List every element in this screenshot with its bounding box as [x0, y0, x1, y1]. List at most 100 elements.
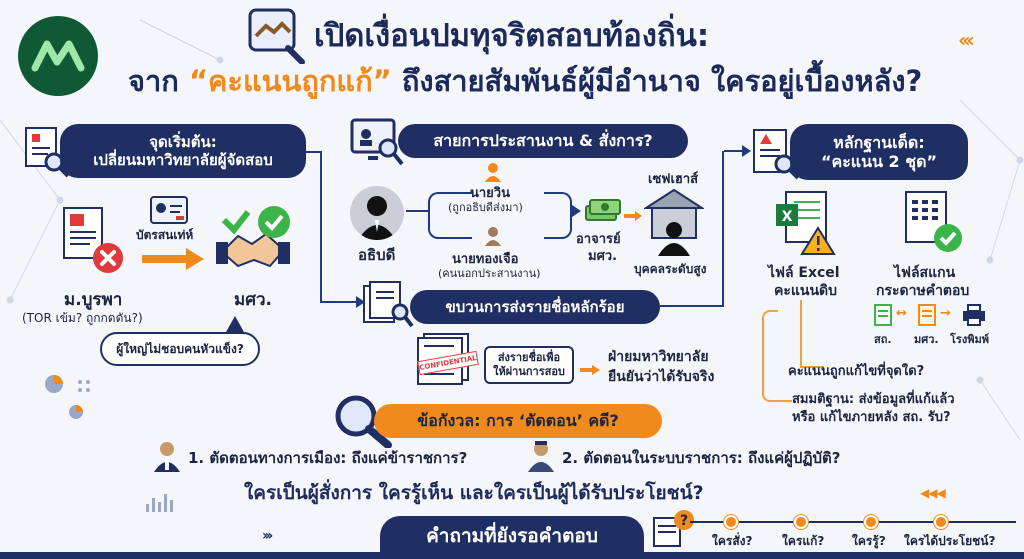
connector-left-bottom [322, 301, 358, 303]
director-avatar-icon [350, 186, 404, 240]
decor-play-icon: ◀◀◀ [920, 486, 946, 500]
logo-mark-icon [31, 40, 85, 72]
start-header-line2: เปลี่ยนมหาวิทยาลัยผู้จัดสอบ [93, 151, 273, 169]
timeline-step-2: ใครแก้? [782, 534, 825, 548]
footer-header: คำถามที่ยังรอคำตอบ [380, 516, 644, 556]
branch-lower [428, 211, 472, 239]
question-bracket-outer [762, 310, 778, 402]
timeline-dot-2 [794, 515, 808, 529]
id-card-icon [150, 196, 188, 224]
evidence-header: หลักฐานเด็ด: “คะแนน 2 ชุด” [790, 124, 968, 180]
process-header: ขบวนการส่งรายชื่อหลักร้อย [410, 290, 660, 324]
person-win-icon [484, 162, 502, 182]
concern-header-text: ข้อกังวล: การ ‘ตัดตอน’ คดี? [417, 410, 619, 430]
teacher-label-line1: อาจารย์ [576, 232, 621, 247]
send-note-line2: ให้ผ่านการสอบ [493, 365, 565, 378]
merge-lower [544, 211, 572, 239]
documents-magnifier-icon [362, 280, 414, 328]
connector-middle-right [660, 151, 724, 307]
branch-upper [428, 192, 472, 211]
timeline-dot-3 [864, 515, 878, 529]
printer-icon [962, 304, 986, 326]
buu-note: (TOR เข้ม? ถูกกดดัน?) [22, 311, 143, 325]
buu-label: ม.บูรพา [64, 290, 123, 310]
evidence-header-line1: หลักฐานเด็ด: [833, 132, 925, 152]
excel-label-line1: ไฟล์ Excel [768, 265, 840, 281]
concern-item2: 2. ตัดตอนในระบบราชการ: ถึงแค่ผู้ปฏิบัติ? [562, 449, 841, 467]
timeline-step-1: ใครสั่ง? [712, 534, 753, 548]
officer-person-icon [526, 440, 556, 472]
money-stack-icon [584, 192, 622, 222]
director-label: อธิบดี [358, 246, 396, 264]
timeline-step-4: ใครได้ประโยชน์? [904, 534, 996, 548]
evidence-arrow-icon [742, 145, 751, 157]
senior-person-label: บุคคลระดับสูง [634, 262, 707, 276]
timeline-step-3: ใครรู้? [852, 534, 886, 548]
orange-arrow-icon [624, 206, 642, 221]
speech-bubble-tail [226, 316, 244, 332]
orange-arrow-2-icon [580, 360, 600, 375]
coordination-header-text: สายการประสานงาน & สั่งการ? [433, 131, 653, 151]
evidence-header-line2: “คะแนน 2 ชุด” [820, 152, 938, 171]
decor-chevrons-icon: ››› [262, 528, 273, 544]
svg-text:X: X [782, 209, 793, 225]
connector-left [306, 151, 322, 303]
title-line2: จาก “คะแนนถูกแก้” ถึงสายสัมพันธ์ผู้มีอำน… [128, 58, 922, 104]
document-magnifier-icon [24, 126, 70, 178]
arrow-head-icon [356, 296, 365, 308]
excel-label-line2: คะแนนดิบ [774, 283, 838, 299]
timeline-dot-1 [724, 515, 738, 529]
title-line2-post: ถึงสายสัมพันธ์ผู้มีอำนาจ ใครอยู่เบื้องหล… [391, 64, 923, 98]
person-tongjua-icon [484, 226, 502, 246]
flow-dla-label: สถ. [874, 333, 892, 346]
safehouse-icon [642, 186, 706, 256]
concern-item1: 1. ตัดตอนทางการเมือง: ถึงแค่ข้าราชการ? [188, 449, 468, 467]
question-bracket-inner [800, 300, 802, 366]
decor-pie-icon [45, 375, 90, 419]
right-arrow-icon [142, 248, 204, 270]
monitor-magnifier-icon [350, 118, 404, 166]
excel-file-warning-icon: X [772, 190, 836, 260]
doc-flow-1-icon [874, 304, 892, 326]
official-person-icon [152, 440, 182, 472]
scan-label-line2: กระดาษคำตอบ [876, 283, 970, 299]
send-note-line1: ส่งรายชื่อเพื่อ [497, 351, 561, 365]
univ-confirm-line2: ยืนยันว่าได้รับจริง [608, 369, 715, 385]
send-list-note: ส่งรายชื่อเพื่อ ให้ผ่านการสอบ [484, 346, 574, 384]
hypothesis-line2: หรือ แก้ไขภายหลัง สถ. รับ? [792, 410, 951, 425]
swu-label: มศว. [234, 290, 273, 310]
merge-upper [544, 192, 572, 211]
connector-to-evidence [724, 150, 744, 152]
title-line2-pre: จาก [128, 64, 189, 98]
flow-arrow-1-icon: ↔ [896, 306, 907, 321]
univ-confirm-line1: ฝ่ายมหาวิทยาลัย [608, 349, 709, 365]
title-highlight: “คะแนนถูกแก้” [188, 64, 392, 98]
question-bracket-tick [800, 366, 824, 368]
scan-label-line1: ไฟล์สแกน [894, 265, 956, 281]
chevron-decoration-icon: ‹‹‹ [958, 28, 975, 52]
speech-bubble: ผู้ใหญ่ไม่ชอบคนหัวแข็ง? [100, 332, 260, 366]
speech-bubble-text: ผู้ใหญ่ไม่ชอบคนหัวแข็ง? [116, 341, 244, 356]
person-win-label: นายวิน [470, 186, 510, 201]
flow-arrow-2-icon: → [940, 306, 951, 321]
start-point-header: จุดเริ่มต้น: เปลี่ยนมหาวิทยาลัยผู้จัดสอบ [60, 124, 306, 178]
concern-header: ข้อกังวล: การ ‘ตัดตอน’ คดี? [374, 404, 662, 438]
brand-logo [18, 16, 98, 96]
decor-bars-icon [146, 494, 173, 512]
concern-question: ใครเป็นผู้สั่งการ ใครรู้เห็น และใครเป็นผ… [244, 482, 704, 504]
question-bracket-tick2 [778, 400, 792, 402]
scan-file-approved-icon [902, 190, 966, 260]
start-header-line1: จุดเริ่มต้น: [149, 133, 217, 151]
process-header-text: ขบวนการส่งรายชื่อหลักร้อย [445, 298, 625, 316]
doc-flow-2-icon [918, 304, 936, 326]
handshake-magnifier-icon [244, 6, 306, 65]
document-rejected-icon [62, 206, 126, 276]
hypothesis-line1: สมมติฐาน: ส่งข้อมูลที่แก้แล้ว [792, 392, 955, 407]
coordination-header: สายการประสานงาน & สั่งการ? [398, 124, 688, 158]
anonymous-letter-label: บัตรสนเท่ห์ [136, 228, 194, 242]
person-tongjua-label: นายทองเจือ [452, 252, 519, 267]
evidence-document-icon [752, 126, 800, 180]
question-where-edited: คะแนนถูกแก้ไขที่จุดใด? [788, 364, 925, 379]
handshake-approved-icon [214, 202, 292, 280]
